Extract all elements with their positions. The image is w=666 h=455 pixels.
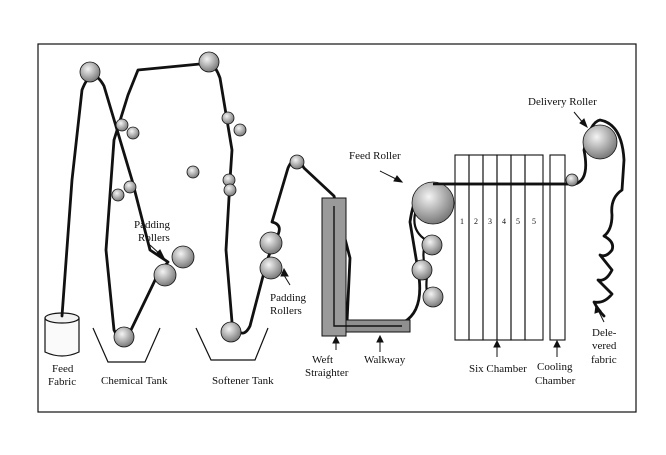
- padding-rollers-label: Rollers: [270, 305, 302, 317]
- guide-roller: [289, 154, 305, 170]
- padding-rollers-label: Rollers: [138, 232, 170, 244]
- delivered-fabric-label: fabric: [591, 354, 617, 366]
- chamber-number: 5: [516, 217, 520, 226]
- guide-roller: [186, 165, 200, 179]
- padding-rollers-label: Padding: [134, 219, 171, 231]
- guide-roller: [126, 126, 140, 140]
- cooling-exit-roller: [565, 173, 579, 187]
- weft-straighter-label: Weft: [312, 354, 333, 366]
- guide-roller: [198, 51, 220, 73]
- weft-straighter-label: Straighter: [305, 367, 349, 379]
- padding-rollers-label: Padding: [270, 292, 307, 304]
- feed-guide-roller: [79, 61, 101, 83]
- padding-roller: [259, 231, 283, 255]
- softener-tank-label: Softener Tank: [212, 375, 274, 387]
- tank-roller: [220, 321, 242, 343]
- feed-fabric-container: [44, 312, 80, 357]
- cooling-chamber-label: Cooling: [537, 361, 573, 373]
- feed-fabric-label: Feed: [52, 363, 74, 375]
- cooling-chamber-label: Chamber: [535, 375, 576, 387]
- guide-roller: [111, 188, 125, 202]
- chamber-number: 5: [532, 217, 536, 226]
- cooling-chamber: [549, 154, 566, 341]
- delivery-roller-label: Delivery Roller: [528, 96, 597, 108]
- feed-roller-label: Feed Roller: [349, 150, 401, 162]
- arrows: [149, 111, 605, 357]
- guide-roller: [233, 123, 247, 137]
- tank-roller: [113, 326, 135, 348]
- guide-roller: [221, 111, 235, 125]
- six-chamber-group: [454, 154, 544, 341]
- guide-roller: [223, 183, 237, 197]
- delivered-fabric-label: Dele-: [592, 327, 617, 339]
- padding-roller: [171, 245, 195, 269]
- feed-fabric-label: Fabric: [48, 376, 76, 388]
- chemical-tank-label: Chemical Tank: [101, 375, 168, 387]
- feed-roller: [411, 181, 455, 225]
- six-chamber-label: Six Chamber: [469, 363, 527, 375]
- walkway-label: Walkway: [364, 354, 406, 366]
- padding-roller: [153, 263, 177, 287]
- delivered-fabric-label: vered: [592, 340, 617, 352]
- chemical-tank: [92, 327, 161, 363]
- chamber-number: 1: [460, 217, 464, 226]
- feed-roller-small: [421, 234, 443, 256]
- feed-roller-small: [422, 286, 444, 308]
- padding-roller: [259, 256, 283, 280]
- guide-roller: [115, 118, 129, 132]
- guide-roller: [123, 180, 137, 194]
- chamber-number: 4: [502, 217, 506, 226]
- softener-tank: [195, 327, 269, 361]
- delivery-roller: [582, 124, 618, 160]
- feed-roller-small: [411, 259, 433, 281]
- chamber-number: 3: [488, 217, 492, 226]
- chamber-number: 2: [474, 217, 478, 226]
- diagram-frame: [37, 43, 637, 413]
